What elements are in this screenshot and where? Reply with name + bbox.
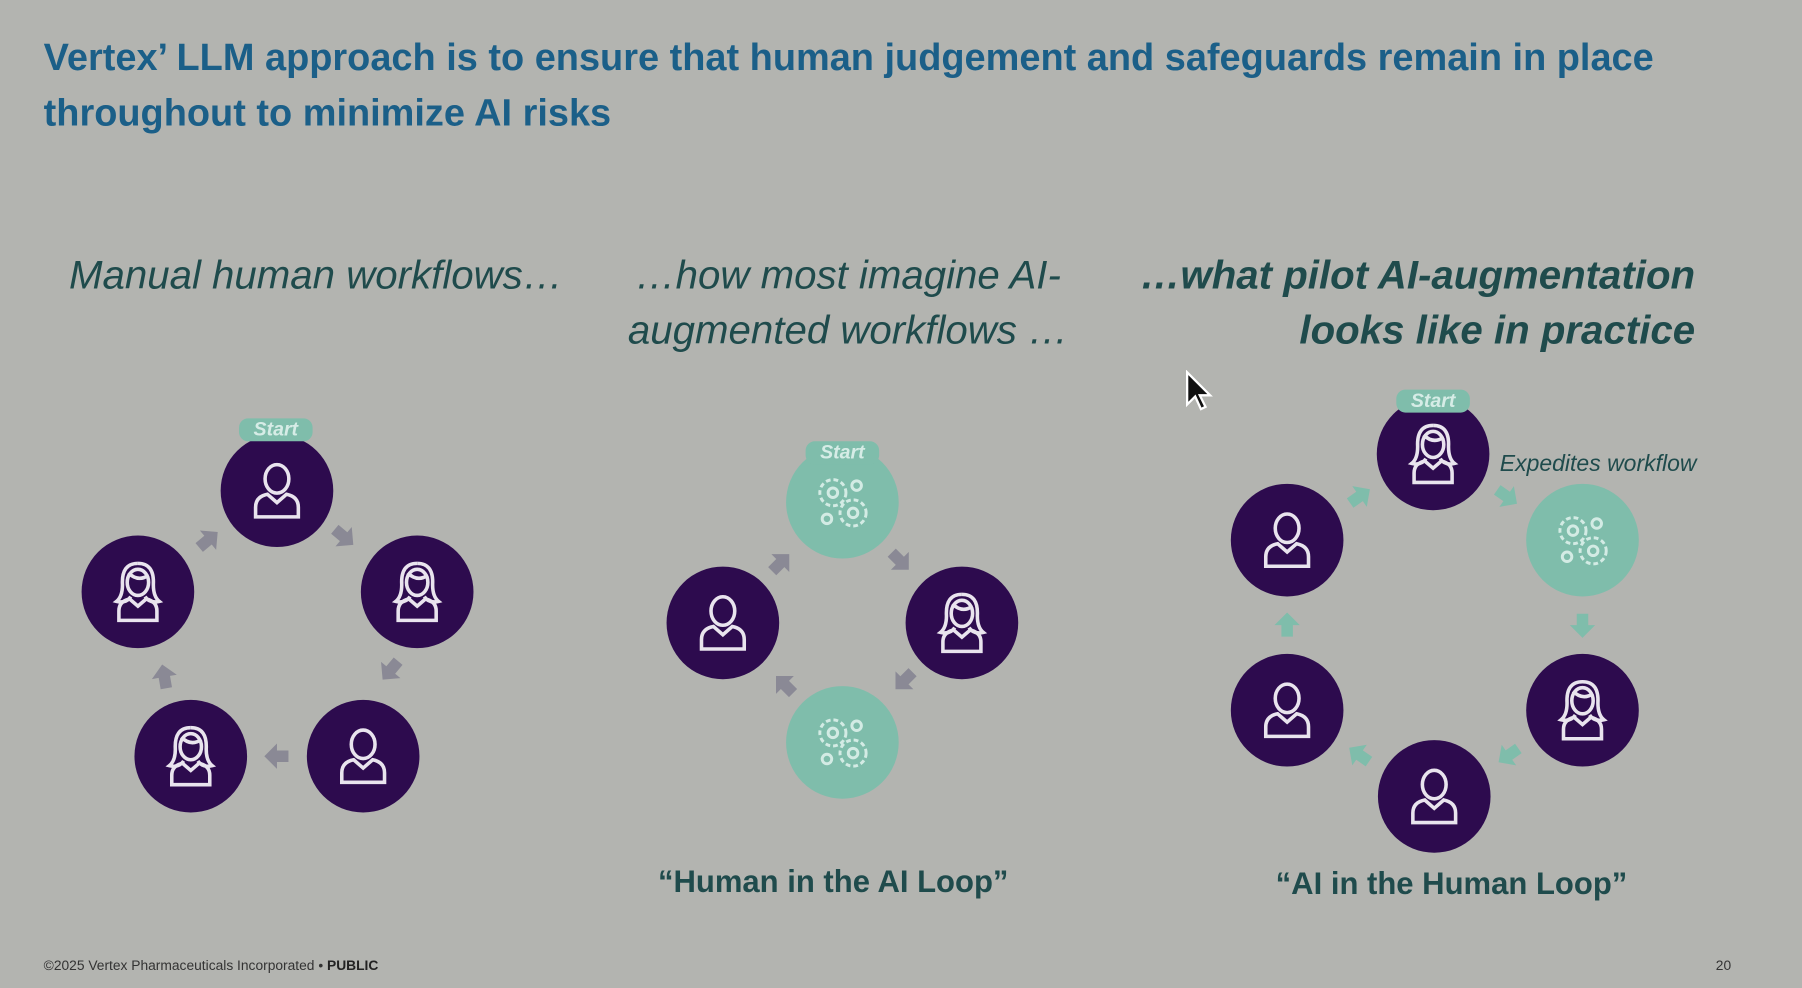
heading-manual-workflows: Manual human workflows… bbox=[68, 252, 564, 298]
ai-gears-node bbox=[786, 445, 899, 559]
start-label: Start bbox=[1396, 389, 1470, 413]
woman-icon bbox=[112, 561, 164, 623]
woman-icon bbox=[1407, 423, 1459, 485]
flow-arrow-icon bbox=[331, 524, 354, 547]
ai-gears-node bbox=[786, 686, 899, 799]
human-woman-node bbox=[905, 566, 1019, 680]
gears-icon bbox=[1558, 516, 1608, 566]
woman-icon bbox=[165, 725, 217, 787]
human-woman-node bbox=[360, 535, 474, 649]
woman-icon bbox=[391, 561, 443, 623]
flow-arrow-icon bbox=[1498, 743, 1522, 766]
human-man-node bbox=[220, 434, 334, 548]
page-number: 20 bbox=[1715, 957, 1732, 974]
human-man-node bbox=[306, 699, 420, 813]
ai-gears-node bbox=[1526, 483, 1639, 597]
flow-arrow-icon bbox=[887, 548, 909, 570]
flow-arrow-icon bbox=[1274, 612, 1300, 637]
flow-arrow-icon bbox=[1569, 613, 1596, 638]
human-woman-node bbox=[81, 535, 195, 649]
heading-imagined-ai-workflows: …how most imagine AI- augmented workflow… bbox=[618, 248, 1078, 358]
expedites-workflow-annotation: Expedites workflow bbox=[1499, 451, 1697, 477]
heading-line: looks like in practice bbox=[1299, 307, 1696, 353]
heading-line: …how most imagine AI- bbox=[635, 252, 1061, 298]
heading-pilot-ai-augmentation: …what pilot AI-augmentation looks like i… bbox=[1115, 248, 1695, 358]
flow-arrow-icon bbox=[1493, 485, 1517, 507]
human-woman-node bbox=[1376, 397, 1490, 511]
flow-arrow-icon bbox=[895, 668, 917, 690]
heading-line: …what pilot AI-augmentation bbox=[1140, 252, 1696, 298]
man-icon bbox=[253, 462, 301, 519]
footer: ©2025 Vertex Pharmaceuticals Incorporate… bbox=[44, 957, 379, 973]
human-man-node bbox=[1230, 653, 1344, 767]
gears-icon bbox=[818, 478, 868, 528]
human-woman-node bbox=[1526, 653, 1639, 767]
human-man-node bbox=[666, 566, 780, 680]
flow-arrow-icon bbox=[768, 554, 790, 576]
heading-line: augmented workflows … bbox=[627, 307, 1069, 353]
copyright: ©2025 Vertex Pharmaceuticals Incorporate… bbox=[43, 957, 315, 974]
flow-arrow-icon bbox=[195, 530, 218, 552]
slide-title: Vertex’ LLM approach is to ensure that h… bbox=[43, 35, 1654, 134]
flow-arrow-icon bbox=[264, 743, 289, 769]
caption-human-in-ai-loop: “Human in the AI Loop” bbox=[657, 864, 1009, 899]
gears-icon bbox=[818, 718, 868, 768]
flow-arrow-icon bbox=[1349, 744, 1373, 767]
human-man-node bbox=[1230, 483, 1344, 597]
man-icon bbox=[1411, 768, 1458, 825]
classification: PUBLIC bbox=[326, 957, 379, 974]
woman-icon bbox=[936, 592, 988, 654]
flow-arrow-icon bbox=[1346, 486, 1370, 508]
man-icon bbox=[699, 594, 747, 651]
man-icon bbox=[1263, 512, 1311, 569]
human-man-node bbox=[1377, 740, 1491, 853]
separator: • bbox=[318, 957, 324, 974]
man-icon bbox=[339, 728, 387, 785]
mouse-cursor-icon bbox=[1186, 370, 1213, 411]
flow-arrow-icon bbox=[381, 657, 403, 680]
woman-icon bbox=[1557, 679, 1608, 741]
human-woman-node bbox=[134, 699, 248, 813]
caption-ai-in-human-loop: “AI in the Human Loop” bbox=[1275, 866, 1628, 901]
man-icon bbox=[1263, 682, 1311, 739]
start-label: Start bbox=[239, 418, 313, 442]
start-label: Start bbox=[805, 441, 880, 465]
flow-arrow-icon bbox=[151, 664, 177, 690]
flow-arrow-icon bbox=[775, 676, 798, 698]
